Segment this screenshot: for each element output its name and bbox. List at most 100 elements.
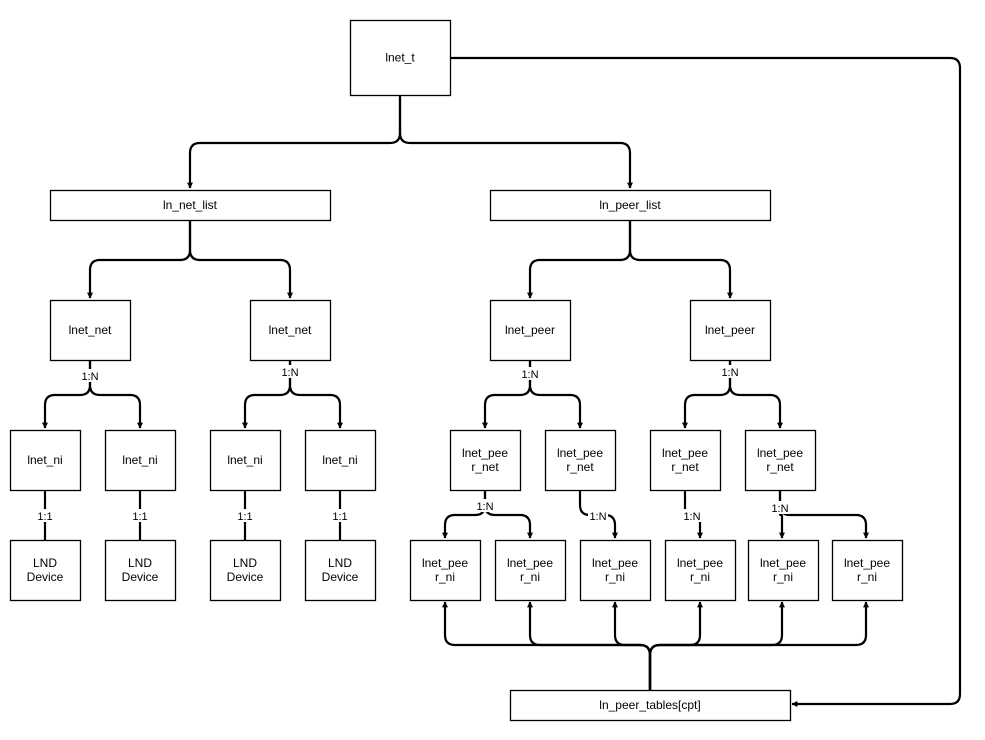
node-ni3: lnet_ni <box>209 429 282 492</box>
edge-label-background <box>235 509 255 522</box>
node-ln_net_list: ln_net_list <box>49 189 332 222</box>
edge-label-text: 1:1 <box>132 511 147 523</box>
node-net1: lnet_net <box>49 299 132 362</box>
edge-label-text: 1:N <box>589 511 606 523</box>
node-label: lnet_ni <box>122 453 157 467</box>
edge-label-text: 1:N <box>521 369 538 381</box>
node-label: ln_net_list <box>163 198 218 212</box>
edge-ln_net_list-to-net1 <box>87 220 192 299</box>
node-box <box>664 539 737 602</box>
node-box <box>209 429 282 492</box>
edge-lnet_t-to-ln_peer_list <box>398 95 633 189</box>
node-box <box>104 429 177 492</box>
edge-ln_peer_list-to-peer2 <box>628 220 733 299</box>
node-box <box>489 299 572 362</box>
node-ni1: lnet_ni <box>9 429 82 492</box>
node-lnet_t: lnet_t <box>349 19 452 97</box>
edge-label-background <box>588 509 608 522</box>
edge-label-text: 1:N <box>683 511 700 523</box>
edge-label-pn4-to-pni5: 1:N <box>770 501 790 515</box>
node-label: lnet_net <box>69 323 112 337</box>
node-box <box>409 539 482 602</box>
edge-tables-to-pni6 <box>648 601 869 690</box>
edge-lnet_t-to-tables <box>450 56 962 707</box>
edge-label-text: 1:N <box>81 371 98 383</box>
node-label: lnet_net <box>269 323 312 337</box>
edge-label-text: 1:1 <box>37 511 52 523</box>
node-box <box>209 539 282 602</box>
node-box <box>349 19 452 97</box>
node-box <box>689 299 772 362</box>
node-box <box>831 539 904 602</box>
edge-label-background <box>280 365 300 378</box>
edge-label-peer1-to-pn1: 1:N <box>520 367 540 381</box>
node-tables: ln_peer_tables[cpt] <box>509 689 792 722</box>
node-box <box>747 539 820 602</box>
edge-net1-to-ni2 <box>88 360 143 429</box>
edge-label-text: 1:1 <box>237 511 252 523</box>
node-box <box>104 539 177 602</box>
node-ln_peer_list: ln_peer_list <box>489 189 772 222</box>
edge-pn4-to-pni5 <box>778 490 785 539</box>
node-net2: lnet_net <box>249 299 332 362</box>
node-box <box>9 539 82 602</box>
edge-label-net2-to-ni3: 1:N <box>280 365 300 379</box>
node-box <box>49 299 132 362</box>
edge-ln_peer_list-to-peer1 <box>527 220 632 299</box>
edge-label-peer2-to-pn3: 1:N <box>720 365 740 379</box>
edge-net2-to-ni4 <box>288 360 343 429</box>
edge-label-ni1-to-lnd1: 1:1 <box>35 509 55 523</box>
node-box <box>744 429 817 492</box>
node-peer1: lnet_peer <box>489 299 572 362</box>
node-box <box>509 689 792 722</box>
node-label: lnet_peer <box>505 323 555 337</box>
edge-label-background <box>330 509 350 522</box>
node-label: ln_peer_list <box>599 198 661 212</box>
edge-label-ni4-to-lnd4: 1:1 <box>330 509 350 523</box>
edge-label-background <box>682 509 702 522</box>
node-label: lnet_ni <box>227 453 262 467</box>
node-box <box>304 429 377 492</box>
edge-label-background <box>130 509 150 522</box>
edge-label-text: 1:N <box>771 503 788 515</box>
node-box <box>249 299 332 362</box>
edge-label-ni3-to-lnd3: 1:1 <box>235 509 255 523</box>
edge-pn4-to-pni6 <box>778 490 869 539</box>
edge-label-text: 1:N <box>476 501 493 513</box>
node-label: lnet_peer <box>705 323 755 337</box>
edge-label-pn1-to-pni1: 1:N <box>475 499 495 513</box>
edge-label-background <box>520 367 540 380</box>
node-box <box>449 429 522 492</box>
node-box <box>649 429 722 492</box>
edge-label-background <box>80 369 100 382</box>
node-label: ln_peer_tables[cpt] <box>599 698 700 712</box>
node-label: lnet_ni <box>27 453 62 467</box>
edge-label-pn3-to-pni4: 1:N <box>682 509 702 523</box>
node-box <box>9 429 82 492</box>
edge-ln_net_list-to-net2 <box>188 220 293 299</box>
edge-peer2-to-pn4 <box>728 360 783 429</box>
edge-pn1-to-pni1 <box>442 490 487 539</box>
edge-label-text: 1:N <box>281 367 298 379</box>
edge-label-background <box>720 365 740 378</box>
